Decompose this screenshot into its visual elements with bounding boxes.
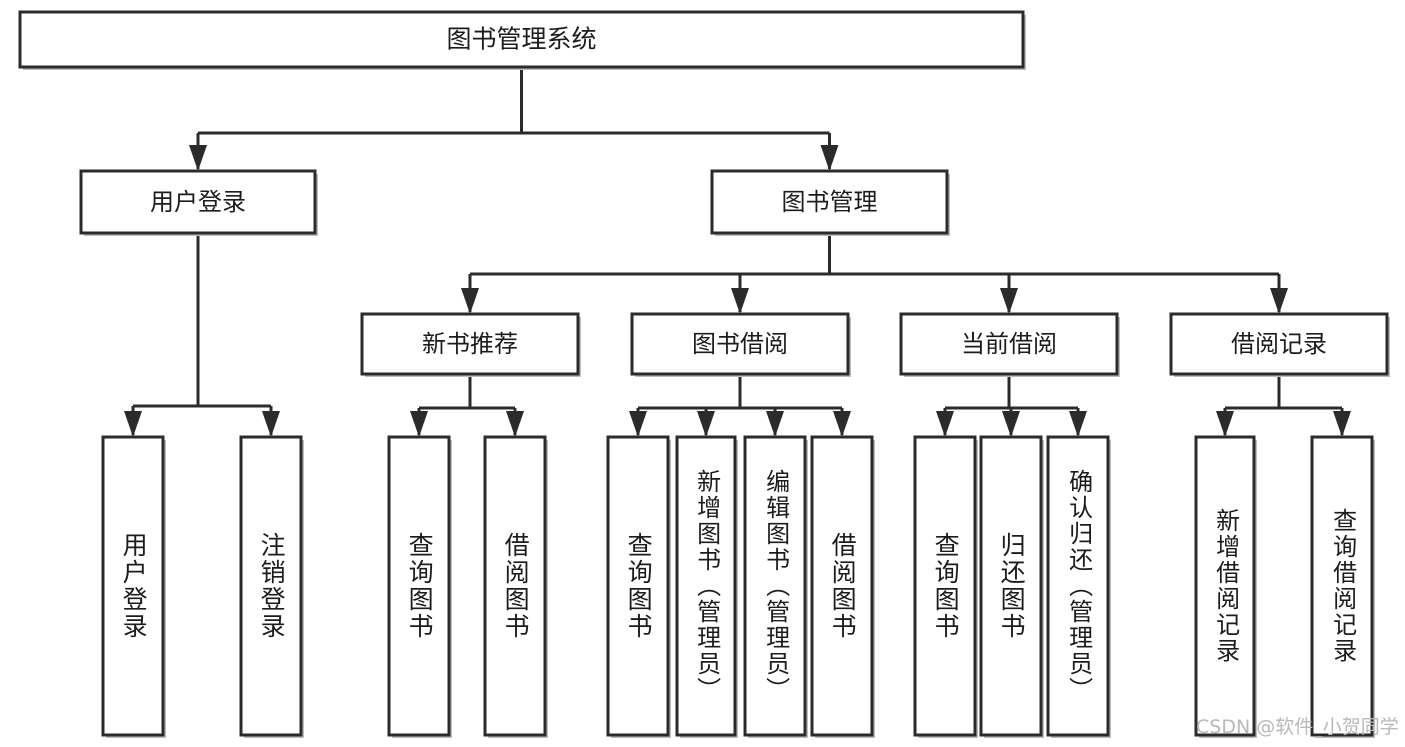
- edge-group-current-borrow: [936, 374, 1087, 437]
- node-rect: [387, 435, 451, 737]
- node-leaf-user-logout[interactable]: [239, 435, 304, 738]
- node-rect: [79, 169, 317, 235]
- edges-layer: [124, 67, 1351, 437]
- node-current-borrow[interactable]: 当前借阅: [899, 312, 1120, 377]
- edge-group-borrow-record: [1216, 374, 1351, 437]
- node-user-login[interactable]: 用户登录: [79, 169, 318, 236]
- node-rect: [101, 435, 165, 737]
- node-rect: [483, 435, 547, 737]
- node-root[interactable]: 图书管理系统: [18, 10, 1026, 70]
- edge-group-book-borrow: [629, 374, 851, 437]
- node-rect: [1310, 435, 1374, 737]
- node-label: 用户登录: [150, 188, 246, 216]
- node-leaf-cb-confirm[interactable]: [1046, 435, 1111, 738]
- node-leaf-br-query[interactable]: [1310, 435, 1375, 738]
- node-leaf-bb-edit[interactable]: [743, 435, 808, 738]
- node-rect: [630, 312, 850, 376]
- node-rect: [360, 312, 580, 376]
- node-label: 当前借阅: [961, 330, 1057, 358]
- node-book-manage[interactable]: 图书管理: [710, 169, 950, 236]
- node-leaf-user-login[interactable]: [101, 435, 166, 738]
- node-new-book-recommend[interactable]: 新书推荐: [360, 312, 581, 377]
- node-rect: [1046, 435, 1110, 737]
- node-rect: [710, 169, 949, 235]
- node-book-borrow[interactable]: 图书借阅: [630, 312, 851, 377]
- node-leaf-nb-query[interactable]: [387, 435, 452, 738]
- node-borrow-record[interactable]: 借阅记录: [1169, 312, 1390, 377]
- node-leaf-cb-query[interactable]: [913, 435, 978, 738]
- node-label: 图书管理: [782, 188, 878, 216]
- edge-group-book-manage: [461, 233, 1288, 314]
- edge-group-user-login: [124, 233, 280, 437]
- node-rect: [979, 435, 1043, 737]
- node-leaf-br-add[interactable]: [1194, 435, 1257, 738]
- node-rect: [18, 10, 1025, 69]
- node-label: 图书管理系统: [446, 25, 596, 54]
- csdn-watermark: CSDN @软件_小贺同学: [1196, 716, 1399, 738]
- node-label: 图书借阅: [692, 330, 788, 358]
- edge-group-new-book-recommend: [410, 374, 524, 437]
- node-rect: [913, 435, 977, 737]
- node-rect: [743, 435, 807, 737]
- node-rect: [810, 435, 874, 737]
- node-leaf-cb-return[interactable]: [979, 435, 1044, 738]
- node-rect: [239, 435, 303, 737]
- node-label: 新书推荐: [422, 330, 518, 358]
- node-leaf-nb-borrow[interactable]: [483, 435, 548, 738]
- node-leaf-bb-borrow[interactable]: [810, 435, 875, 738]
- node-rect: [675, 435, 737, 737]
- node-rect: [1169, 312, 1389, 376]
- node-rect: [1194, 435, 1256, 737]
- node-rect: [899, 312, 1119, 376]
- node-rect: [606, 435, 670, 737]
- node-leaf-bb-query[interactable]: [606, 435, 671, 738]
- node-leaf-bb-add[interactable]: [675, 435, 738, 738]
- node-label: 借阅记录: [1231, 330, 1327, 358]
- edge-group-root: [189, 67, 839, 171]
